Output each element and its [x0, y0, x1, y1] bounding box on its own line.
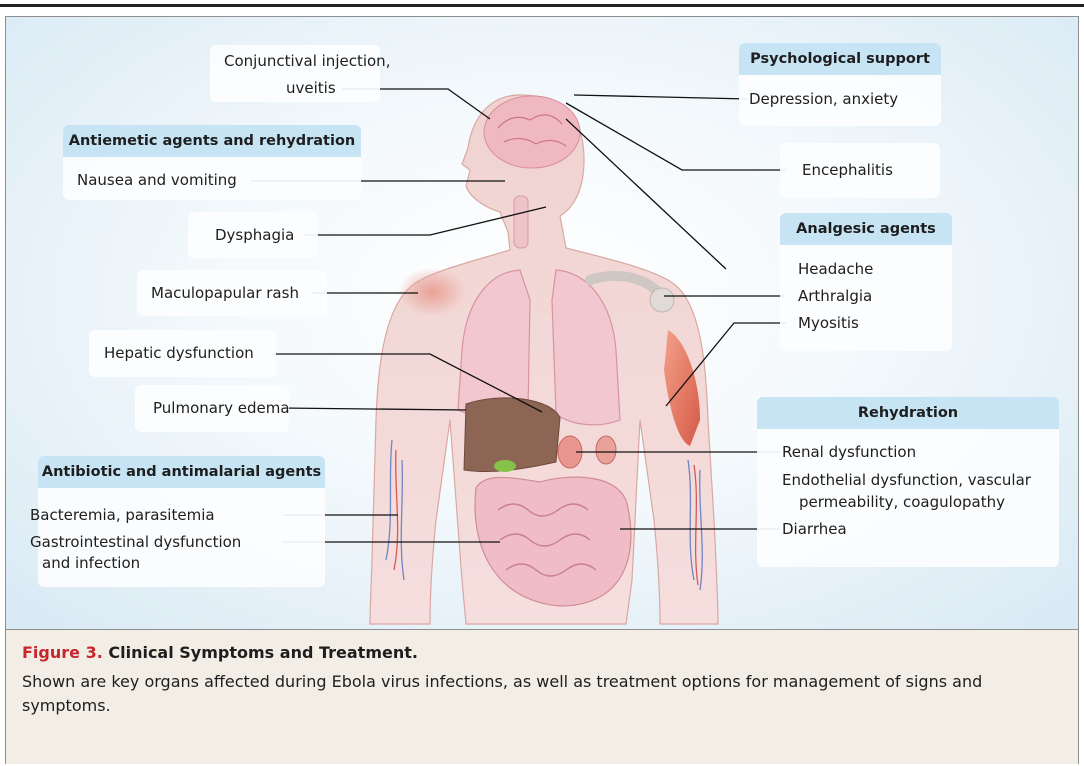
conjunctival-box: Conjunctival injection, uveitis — [210, 45, 380, 102]
antibiotic-box: Antibiotic and antimalarial agents Bacte… — [38, 456, 325, 587]
pulmonary-edema-label: Pulmonary edema — [153, 398, 290, 418]
rash-box: Maculopapular rash — [137, 270, 327, 316]
rehydration-box: Rehydration Renal dysfunction Endothelia… — [757, 397, 1059, 567]
uveitis-label: uveitis — [286, 78, 336, 98]
antiemetic-heading: Antiemetic agents and rehydration — [63, 125, 361, 157]
hepatic-dysfunction-label: Hepatic dysfunction — [104, 343, 254, 363]
endothelial-dysfunction-label: Endothelial dysfunction, vascular — [782, 470, 1031, 490]
conjunctival-label: Conjunctival injection, — [224, 51, 390, 71]
maculopapular-rash-label: Maculopapular rash — [151, 283, 299, 303]
permeability-coagulopathy-label: permeability, coagulopathy — [799, 492, 1005, 512]
dysphagia-box: Dysphagia — [188, 212, 318, 258]
nausea-vomiting-label: Nausea and vomiting — [77, 170, 237, 190]
headache-label: Headache — [798, 259, 873, 279]
encephalitis-label: Encephalitis — [802, 160, 893, 180]
antibiotic-heading: Antibiotic and antimalarial agents — [38, 456, 325, 488]
renal-dysfunction-label: Renal dysfunction — [782, 442, 916, 462]
psychological-support-box: Psychological support Depression, anxiet… — [739, 43, 941, 126]
caption-title: Figure 3. Clinical Symptoms and Treatmen… — [22, 643, 418, 662]
antiemetic-box: Antiemetic agents and rehydration Nausea… — [63, 125, 361, 200]
hepatic-box: Hepatic dysfunction — [89, 330, 276, 377]
bacteremia-label: Bacteremia, parasitemia — [30, 505, 215, 525]
analgesic-heading: Analgesic agents — [780, 213, 952, 245]
liver — [464, 398, 560, 472]
figure-label: Figure 3. — [22, 643, 103, 662]
esophagus — [514, 196, 528, 248]
rehydration-heading: Rehydration — [757, 397, 1059, 429]
psychological-support-heading: Psychological support — [739, 43, 941, 75]
figure-caption: Figure 3. Clinical Symptoms and Treatmen… — [6, 629, 1078, 764]
brain — [484, 96, 580, 168]
myositis-label: Myositis — [798, 313, 859, 333]
analgesic-box: Analgesic agents Headache Arthralgia Myo… — [780, 213, 952, 351]
caption-text: Shown are key organs affected during Ebo… — [22, 670, 1062, 718]
pulmonary-box: Pulmonary edema — [135, 385, 289, 432]
rash-area — [398, 268, 466, 316]
depression-anxiety-label: Depression, anxiety — [749, 89, 898, 109]
diarrhea-label: Diarrhea — [782, 519, 847, 539]
gastrointestinal-label: Gastrointestinal dysfunction — [30, 532, 241, 552]
dysphagia-label: Dysphagia — [215, 225, 294, 245]
gi-infection-label: and infection — [42, 553, 140, 573]
gallbladder — [494, 460, 516, 472]
arthralgia-label: Arthralgia — [798, 286, 872, 306]
encephalitis-box: Encephalitis — [780, 143, 940, 198]
caption-title-text: Clinical Symptoms and Treatment. — [108, 643, 418, 662]
